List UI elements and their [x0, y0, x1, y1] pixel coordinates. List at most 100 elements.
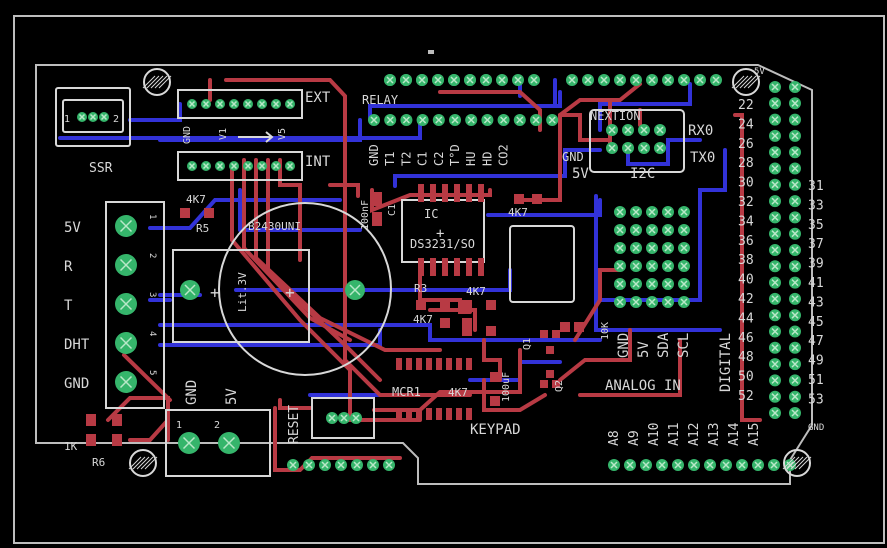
- power-5v-label: 5V: [224, 388, 240, 405]
- pad: [640, 459, 652, 471]
- pad: [630, 74, 642, 86]
- smd-pad: [426, 408, 432, 420]
- ssr-label: SSR: [89, 161, 113, 176]
- pad: [769, 227, 781, 240]
- smd-pad: [418, 258, 424, 276]
- digital-pin-label: 49: [808, 354, 824, 369]
- smd-pad: [514, 194, 524, 204]
- five-v-top-label: 5V: [754, 67, 765, 77]
- pad: [662, 74, 674, 86]
- power-pin2-label: 2: [214, 420, 220, 431]
- i2c-label: I2C: [630, 166, 655, 182]
- digital-pin-label: 51: [808, 373, 824, 388]
- digital-pin-label: 38: [738, 253, 754, 268]
- pad: [630, 278, 642, 290]
- pad: [530, 114, 542, 126]
- pad: [630, 296, 642, 308]
- pad: [789, 358, 801, 371]
- relay-pin-label: T2: [399, 152, 413, 166]
- pad: [338, 412, 350, 424]
- top-trace: [558, 328, 632, 382]
- pad: [646, 74, 658, 86]
- pad: [789, 390, 801, 403]
- pad: [384, 114, 397, 126]
- pad: [769, 211, 781, 224]
- pad: [678, 224, 690, 236]
- smd-pad: [486, 326, 496, 336]
- pad: [789, 374, 801, 387]
- terminal-pin-label: 5: [147, 370, 157, 375]
- digital-pin-label: 45: [808, 315, 824, 330]
- pad: [769, 390, 781, 403]
- pad: [769, 162, 781, 175]
- q2-label: Q2: [554, 380, 565, 392]
- top-trace: [278, 398, 312, 410]
- top-trace: [482, 378, 547, 412]
- smd-pad: [462, 326, 472, 336]
- pad: [582, 74, 594, 86]
- connector-v1-label: V1: [218, 128, 229, 140]
- pad: [630, 224, 642, 236]
- pad: [566, 74, 578, 86]
- smd-pad: [426, 358, 432, 370]
- analog-pin-label: A12: [687, 423, 702, 446]
- digital-pin-label: 47: [808, 334, 824, 349]
- relay-pin-label: HD: [480, 152, 494, 166]
- pad: [303, 459, 315, 471]
- terminal-label: R: [64, 259, 73, 275]
- pad: [646, 278, 658, 290]
- pad: [789, 341, 801, 354]
- pad: [598, 74, 610, 86]
- smd-pad: [406, 408, 412, 420]
- pad: [271, 99, 281, 109]
- pad: [367, 459, 379, 471]
- pad: [624, 459, 636, 471]
- smd-pad: [418, 184, 424, 202]
- smd-pad: [532, 194, 542, 204]
- top-trace: [578, 338, 682, 397]
- mounting-hole: [128, 449, 158, 477]
- mounting-holes: [128, 68, 812, 477]
- digital-pin-label: 31: [808, 179, 824, 194]
- smd-pad: [86, 434, 96, 446]
- pad: [115, 332, 137, 354]
- smd-pad: [406, 358, 412, 370]
- pad: [368, 114, 380, 126]
- ext-label: EXT: [305, 90, 331, 106]
- pad: [546, 114, 559, 126]
- smd-pad: [430, 184, 436, 202]
- top-trace: [254, 158, 442, 352]
- smd-pad: [466, 358, 472, 370]
- relay-pin-label: CO2: [497, 144, 511, 166]
- pad: [115, 371, 137, 393]
- terminal-pin-label: 2: [147, 253, 157, 258]
- pad: [769, 407, 781, 419]
- pad: [400, 74, 412, 86]
- smd-pad: [560, 322, 570, 332]
- pad: [646, 296, 658, 308]
- pad: [335, 459, 347, 471]
- pad: [449, 114, 461, 126]
- pad: [688, 459, 700, 471]
- pad: [285, 99, 295, 109]
- smd-pad: [372, 212, 382, 226]
- r3-value: 4K7: [466, 285, 486, 298]
- pad: [638, 124, 650, 136]
- pad: [614, 206, 626, 218]
- smd-pad: [446, 408, 452, 420]
- pad: [630, 260, 642, 272]
- smd-pad: [442, 258, 448, 276]
- pad: [789, 113, 801, 126]
- relay-pin-label: HU: [464, 152, 478, 166]
- pad: [257, 99, 267, 109]
- pad: [736, 459, 748, 471]
- digital-pin-label: 28: [738, 156, 754, 171]
- pad: [769, 178, 781, 191]
- pad: [187, 161, 197, 171]
- pad: [769, 146, 781, 159]
- pad: [789, 162, 801, 175]
- pad: [720, 459, 732, 471]
- smd-pad: [462, 318, 472, 328]
- pad: [769, 244, 781, 256]
